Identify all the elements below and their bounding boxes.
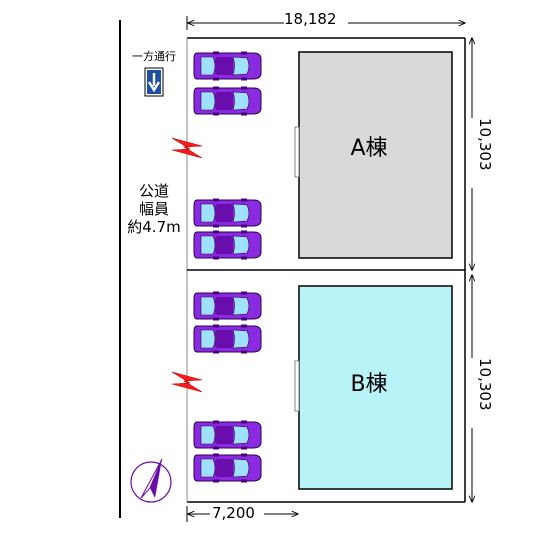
building-a-door <box>294 126 300 178</box>
car-b2 <box>193 324 262 354</box>
road-name-line2: 幅員 <box>138 200 169 218</box>
building-a-label: A棟 <box>350 136 388 161</box>
compass-icon <box>130 458 172 503</box>
car-a2 <box>193 86 262 116</box>
dimension-top-value: 18,182 <box>284 10 337 28</box>
car-a4 <box>193 230 262 260</box>
car-b1 <box>193 291 262 321</box>
building-b-label: B棟 <box>350 372 388 397</box>
dimension-right-a-value: 10,303 <box>476 118 494 171</box>
one-way-label: 一方通行 <box>132 50 176 63</box>
one-way-sign-icon <box>144 67 164 97</box>
road-name-line1: 公道 <box>138 182 169 200</box>
building-b-door <box>294 360 300 412</box>
car-b4 <box>193 453 262 483</box>
dimension-top <box>186 16 465 30</box>
dimension-bottom <box>186 506 298 522</box>
entrance-arrow-a-icon <box>171 137 203 159</box>
entrance-arrow-b-icon <box>171 371 203 393</box>
car-a3 <box>193 198 262 228</box>
dimension-bottom-value: 7,200 <box>212 504 255 522</box>
dimension-right-b-value: 10,303 <box>476 358 494 411</box>
road-width-label: 公道 幅員 約4.7m <box>118 182 190 236</box>
building-a <box>298 51 453 259</box>
road-name-line3: 約4.7m <box>127 218 181 236</box>
car-a1 <box>193 51 262 81</box>
car-b3 <box>193 420 262 450</box>
